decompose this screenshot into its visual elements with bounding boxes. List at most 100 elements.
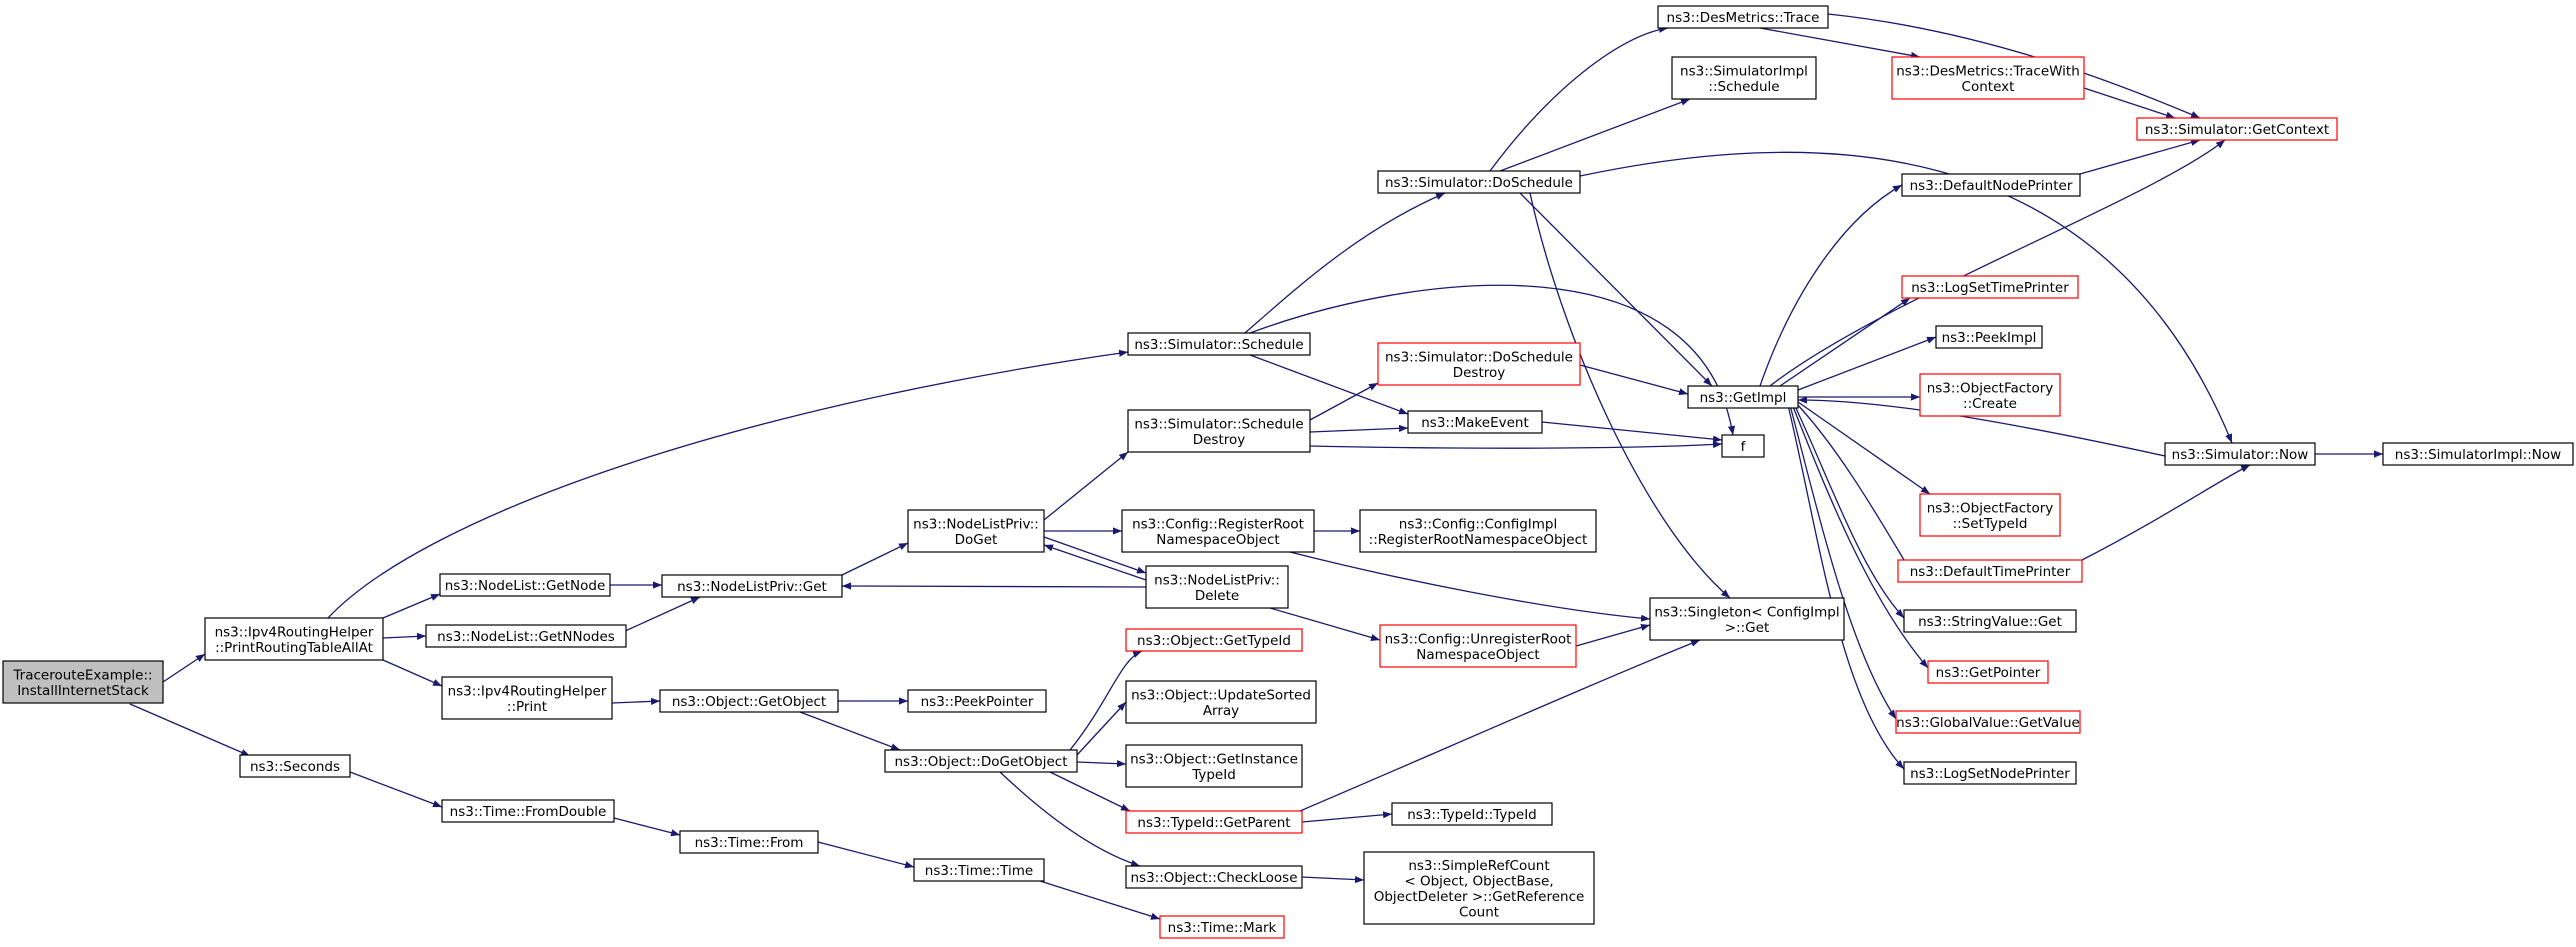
node-label: ns3::Object::GetTypeId [1137,633,1291,649]
graph-node-n28[interactable]: ns3::ObjectFactory::Create [1919,373,2061,417]
node-label: ns3::Object::GetInstance [1130,751,1298,767]
graph-node-n14[interactable]: ns3::DesMetrics::Trace [1657,5,1829,29]
node-label: ::Print [507,699,547,715]
node-label: ns3::TypeId::GetParent [1137,815,1290,831]
node-label: ns3::NodeListPriv:: [1154,572,1280,588]
node-label: ns3::Object::UpdateSorted [1131,687,1311,703]
node-label: ns3::StringValue::Get [1918,614,2062,630]
node-label: ns3::Time::Mark [1168,920,1277,936]
node-box [1125,744,1303,788]
graph-node-n45[interactable]: ns3::TypeId::GetParent [1125,810,1303,834]
graph-node-n8[interactable]: ns3::Simulator::DoSchedule [1377,170,1581,194]
graph-node-n26[interactable]: ns3::LogSetTimePrinter [1901,275,2079,299]
graph-node-n34[interactable]: ns3::LogSetNodePrinter [1903,761,2077,785]
graph-node-n5[interactable]: ns3::NodeList::GetNNodes [425,624,627,648]
edge-n8-to-n14 [1489,25,1669,172]
graph-node-n21[interactable]: ns3::Object::DoGetObject [884,749,1078,773]
node-box [2164,442,2316,466]
edge-n21-to-n42 [1069,650,1143,751]
graph-node-n49[interactable]: ns3::Time::Mark [1159,915,1285,939]
node-box [1377,170,1581,194]
graph-node-n22[interactable]: ns3::Time::Time [913,858,1045,882]
node-label: ns3::Object::DoGetObject [894,754,1067,770]
node-box [1363,851,1595,925]
graph-node-n30[interactable]: ns3::DefaultTimePrinter [1897,559,2083,583]
graph-node-n9[interactable]: ns3::MakeEvent [1407,410,1543,434]
graph-node-n38[interactable]: ns3::NodeListPriv::Delete [1145,565,1289,609]
node-label: InstallInternetStack [17,683,149,699]
edge-n19-to-n38 [1043,536,1147,574]
graph-node-n46[interactable]: ns3::Object::CheckLoose [1125,865,1303,889]
node-label: ::SetTypeId [1953,516,2028,532]
graph-node-n32[interactable]: ns3::GetPointer [1927,660,2049,684]
node-label: ::RegisterRootNamespaceObject [1369,532,1588,548]
node-label: ns3::Ipv4RoutingHelper [448,683,607,699]
graph-node-n48[interactable]: ns3::SimpleRefCount< Object, ObjectBase,… [1363,851,1595,925]
node-label: Count [1459,904,1499,920]
node-box [907,689,1047,713]
graph-node-n31[interactable]: ns3::StringValue::Get [1903,609,2077,633]
edge-n23-to-n24 [2083,87,2176,119]
node-label: ns3::GetImpl [1700,390,1787,406]
graph-node-n33[interactable]: ns3::GlobalValue::GetValue [1895,710,2081,734]
graph-node-n37[interactable]: ns3::Config::RegisterRootNamespaceObject [1121,509,1315,553]
graph-node-n40[interactable]: ns3::Config::ConfigImpl::RegisterRootNam… [1359,509,1597,553]
node-label: ns3::DesMetrics::Trace [1667,10,1820,26]
graph-node-n12[interactable]: ns3::Object::GetObject [659,689,839,713]
node-box [1687,385,1799,409]
edge-n16-to-n29 [1797,401,1931,495]
graph-node-n19[interactable]: ns3::NodeListPriv::DoGet [907,509,1045,553]
graph-node-n6[interactable]: ns3::Ipv4RoutingHelper::Print [441,676,613,720]
edge-n1-to-n5 [382,632,427,641]
node-label: ns3::Singleton< ConfigImpl [1654,604,1839,620]
edge-n16-to-n26 [1779,297,1911,387]
graph-node-n27[interactable]: ns3::PeekImpl [1935,325,2043,349]
graph-node-n18[interactable]: ns3::Singleton< ConfigImpl >::Get [1649,597,1845,641]
node-box [1901,275,2079,299]
graph-node-n2[interactable]: ns3::Seconds [239,754,351,778]
graph-node-n42[interactable]: ns3::Object::GetTypeId [1125,628,1303,652]
edge-n37-to-n18 [1289,551,1651,622]
graph-node-n41[interactable]: ns3::Config::UnregisterRootNamespaceObje… [1379,624,1577,668]
graph-node-n47[interactable]: ns3::TypeId::TypeId [1391,802,1553,826]
node-box [204,617,384,661]
graph-node-n35[interactable]: ns3::SimulatorImpl::Now [2382,442,2574,466]
node-label: ns3::GlobalValue::GetValue [1896,715,2080,731]
graph-node-n17[interactable]: ns3::Simulator::Now [2164,442,2316,466]
graph-node-n24[interactable]: ns3::Simulator::GetContext [2136,117,2338,141]
edge-n13-to-n22 [817,841,915,869]
graph-node-n1[interactable]: ns3::Ipv4RoutingHelper::PrintRoutingTabl… [204,617,384,661]
graph-node-n10[interactable]: f [1721,434,1765,458]
graph-node-n3[interactable]: ns3::Simulator::Schedule [1127,332,1311,356]
graph-node-n4[interactable]: ns3::NodeList::GetNode [439,573,611,597]
node-box [1897,559,2083,583]
graph-node-n29[interactable]: ns3::ObjectFactory::SetTypeId [1919,493,2061,537]
edge-n38-to-n19 [1043,544,1147,581]
node-label: ns3::Simulator::Schedule [1134,416,1303,432]
graph-node-n0[interactable]: TracerouteExample::InstallInternetStack [2,660,164,704]
graph-node-n25[interactable]: ns3::DefaultNodePrinter [1901,173,2081,197]
node-label: ns3::SimpleRefCount [1408,858,1549,874]
graph-node-n7[interactable]: ns3::Time::FromDouble [441,799,615,823]
graph-node-n13[interactable]: ns3::Time::From [679,830,819,854]
node-box [239,754,351,778]
node-label: ns3::ObjectFactory [1927,380,2054,396]
node-box [2136,117,2338,141]
graph-node-n15[interactable]: ns3::SimulatorImpl::Schedule [1671,56,1817,100]
node-label: ns3::Time::From [695,835,804,851]
edge-n7-to-n13 [613,817,681,837]
graph-node-n20[interactable]: ns3::PeekPointer [907,689,1047,713]
graph-node-n11[interactable]: ns3::NodeListPriv::Get [661,574,843,598]
node-label: ns3::PeekPointer [921,694,1034,710]
edge-n3-to-n8 [1244,192,1446,334]
graph-node-n16[interactable]: ns3::GetImpl [1687,385,1799,409]
node-label: NamespaceObject [1416,647,1539,663]
edge-n21-to-n46 [999,771,1141,867]
node-box [1657,5,1829,29]
node-box [1721,434,1765,458]
